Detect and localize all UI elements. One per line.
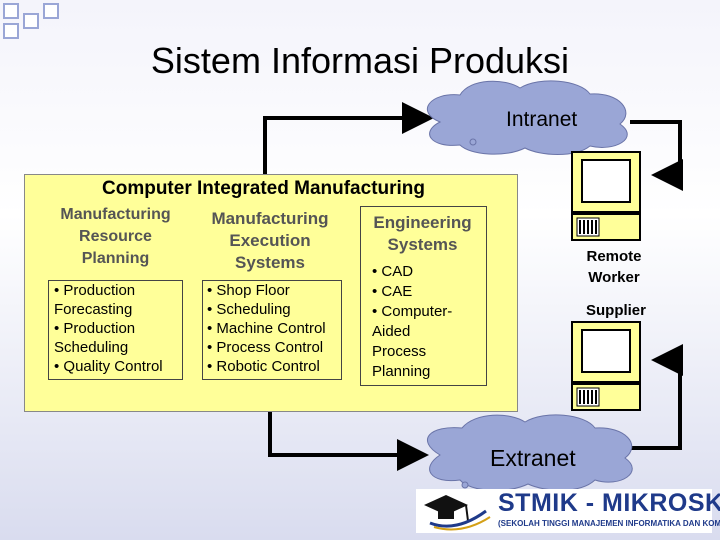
supplier-label: Supplier [585, 302, 646, 319]
list-item: • Computer- [372, 303, 453, 320]
intranet-to-remote-connector [630, 120, 683, 191]
remote-worker-label: Remote Worker [586, 248, 642, 286]
page-title: Sistem Informasi Produksi [150, 40, 570, 81]
list-item: • Scheduling [207, 301, 291, 318]
graduation-cap-icon [424, 495, 491, 531]
mes-bullet-box: • Shop Floor • Scheduling • Machine Cont… [202, 280, 342, 380]
list-item: • CAD [372, 263, 414, 280]
list-item: • Quality Control [54, 358, 163, 375]
list-item: • Process Control [207, 339, 324, 356]
list-item: • Production [54, 320, 136, 337]
extranet-label: Extranet [490, 445, 576, 471]
engineering-heading: Engineering Systems [373, 213, 472, 254]
mrp-heading: Manufacturing Resource Planning [60, 206, 171, 267]
computer-icon [571, 151, 641, 241]
intranet-connector [263, 102, 434, 175]
cim-title: Computer Integrated Manufacturing [102, 178, 426, 199]
mes-heading: Manufacturing Execution Systems [211, 209, 329, 272]
list-item: • CAE [372, 283, 413, 300]
list-item: Aided [372, 323, 411, 340]
logo-subtitle: (SEKOLAH TINGGI MANAJEMEN INFORMATIKA DA… [498, 519, 720, 528]
list-item: • Machine Control [207, 320, 326, 337]
list-item: • Robotic Control [207, 358, 320, 375]
intranet-label: Intranet [506, 108, 578, 131]
list-item: • Production [54, 282, 136, 299]
engineering-bullets: • CAD • CAE • Computer- Aided Process Pl… [372, 262, 452, 382]
logo: STMIK - MIKROSKIL (SEKOLAH TINGGI MANAJE… [416, 489, 720, 533]
extranet-to-supplier-connector [630, 344, 683, 450]
list-item: • Shop Floor [207, 282, 290, 299]
engineering-box [360, 206, 487, 386]
list-item: Planning [372, 363, 431, 380]
logo-name: STMIK - MIKROSKIL [498, 489, 720, 517]
list-item: Forecasting [54, 301, 133, 318]
list-item: Scheduling [54, 339, 129, 356]
computer-icon [571, 321, 641, 411]
mrp-bullet-box: • Production Forecasting • Production Sc… [48, 280, 183, 380]
list-item: Process [372, 343, 427, 360]
extranet-cloud-icon [427, 414, 633, 491]
extranet-connector [268, 412, 429, 471]
corner-squares-icon [3, 3, 59, 39]
intranet-cloud-icon [427, 80, 628, 155]
